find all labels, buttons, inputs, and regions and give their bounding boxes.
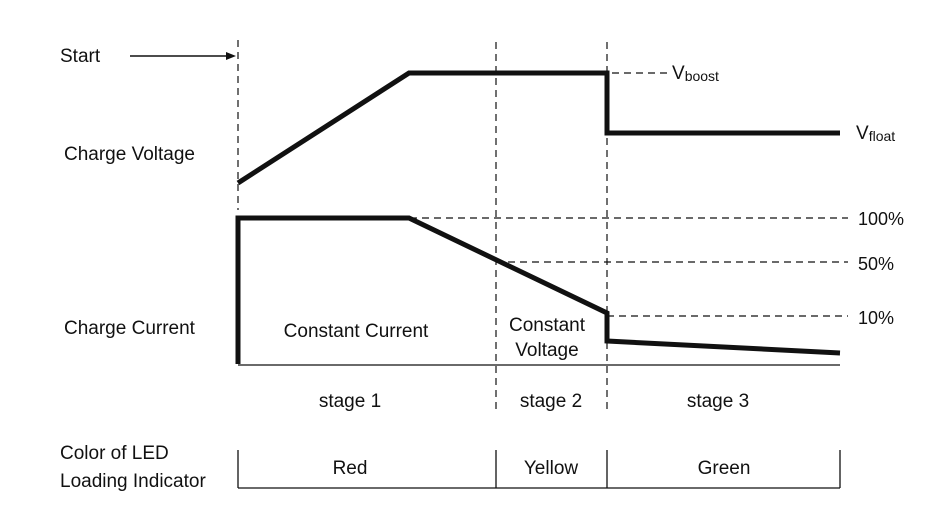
start-label: Start — [60, 46, 101, 67]
constant-voltage-label-line1: Constant — [509, 315, 586, 336]
charge-current-label: Charge Current — [64, 318, 196, 339]
start-arrow — [130, 52, 236, 60]
svg-text:Vfloat: Vfloat — [856, 123, 895, 144]
led-color-yellow: Yellow — [524, 458, 579, 479]
charge-current-curve — [235, 215, 841, 364]
vfloat-label: Vfloat — [856, 123, 895, 144]
vboost-label: Vboost — [672, 63, 719, 84]
constant-voltage-label-line2: Voltage — [515, 340, 578, 361]
stage-2-label: stage 2 — [520, 391, 582, 412]
current-10-label: 10% — [858, 308, 894, 328]
stage-1-label: stage 1 — [319, 391, 381, 412]
led-color-green: Green — [698, 458, 751, 479]
svg-text:Vboost: Vboost — [672, 63, 719, 84]
current-100-label: 100% — [858, 209, 904, 229]
led-indicator-table — [237, 450, 841, 489]
current-50-label: 50% — [858, 254, 894, 274]
led-color-red: Red — [333, 458, 368, 479]
stage-3-label: stage 3 — [687, 391, 749, 412]
charge-voltage-curve — [236, 70, 840, 186]
constant-current-label: Constant Current — [284, 321, 429, 342]
charge-voltage-label: Charge Voltage — [64, 144, 195, 165]
led-label-line1: Color of LED — [60, 443, 169, 464]
led-label-line2: Loading Indicator — [60, 471, 206, 492]
